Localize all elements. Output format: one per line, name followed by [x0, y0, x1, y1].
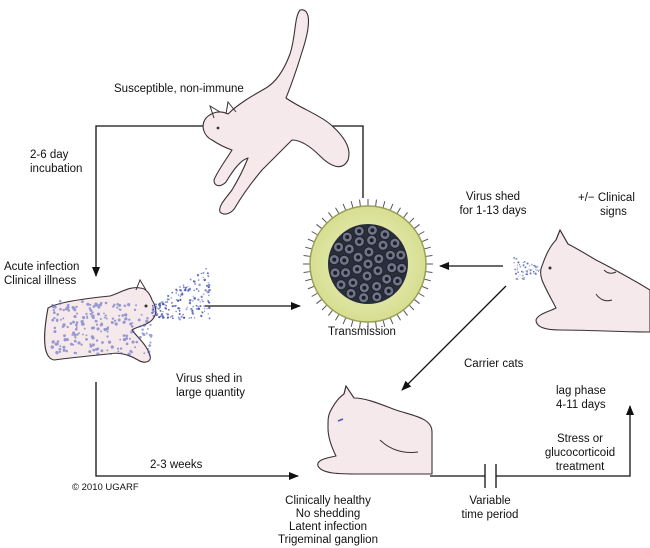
cycle-arrows: [92, 122, 634, 488]
virus-particle: [303, 199, 433, 329]
label-clinical-signs-a: +/− Clinical: [578, 192, 635, 204]
arrow-two-three-weeks: [95, 382, 299, 480]
arrow-incubation: [92, 125, 208, 277]
label-acute-infection: Acute infection: [4, 261, 80, 273]
label-susceptible: Susceptible, non-immune: [114, 83, 244, 95]
label-healthy-3: Latent infection: [288, 521, 367, 533]
label-virus-shed-large-b: large quantity: [176, 387, 246, 399]
susceptible-cat: [202, 9, 350, 215]
acute-infection-cat: [44, 267, 211, 363]
label-time-period: time period: [461, 509, 519, 521]
label-incubation-days: 2-6 day: [30, 149, 69, 161]
label-lag-phase: lag phase: [556, 385, 606, 397]
label-healthy-1: Clinically healthy: [285, 495, 371, 507]
arrow-reactivation-up: [496, 405, 634, 477]
shedding-cat: [513, 228, 650, 333]
label-incubation: incubation: [30, 163, 83, 175]
label-clinical-illness: Clinical illness: [4, 275, 77, 287]
label-transmission: Transmission: [328, 326, 396, 338]
carrier-cat: [317, 384, 433, 475]
label-healthy-4: Trigeminal ganglion: [278, 534, 378, 546]
label-two-three-weeks: 2-3 weeks: [150, 459, 203, 471]
label-virus-shed-days-b: for 1-13 days: [459, 205, 527, 217]
label-virus-shed-days-a: Virus shed: [465, 191, 521, 203]
label-clinical-signs-b: signs: [600, 206, 627, 218]
arrow-carrier-cats: [401, 285, 507, 391]
label-glucocorticoid: glucocorticoid: [544, 447, 616, 459]
label-variable: Variable: [469, 495, 511, 507]
label-virus-shed-large-a: Virus shed in: [176, 373, 243, 385]
label-healthy-2: No shedding: [295, 508, 361, 520]
label-treatment: treatment: [555, 461, 605, 473]
label-copyright: © 2010 UGARF: [72, 482, 139, 493]
label-lag-days: 4-11 days: [556, 399, 606, 411]
label-carrier-cats: Carrier cats: [464, 358, 524, 370]
label-stress: Stress or: [556, 433, 603, 445]
